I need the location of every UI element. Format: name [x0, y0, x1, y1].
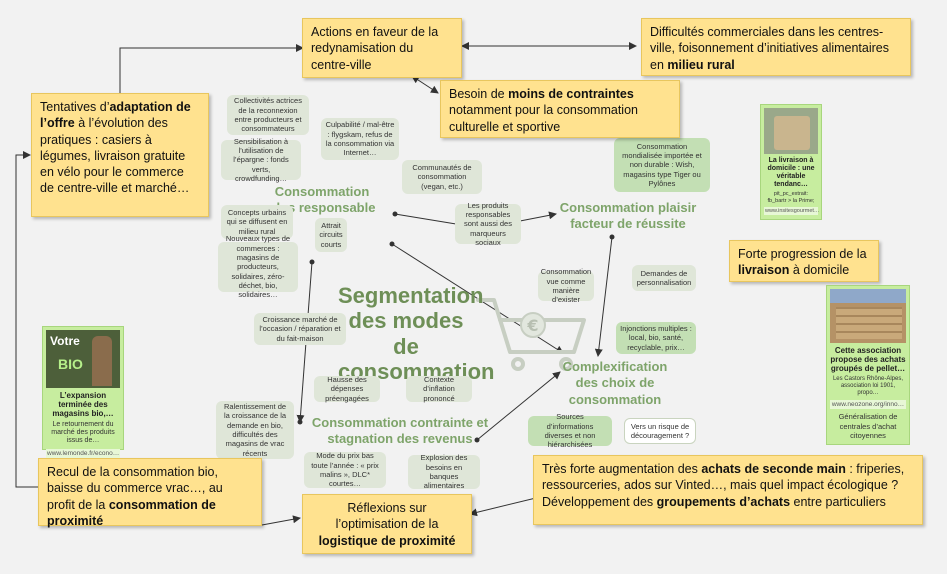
- card-bio-image-text-1: Votre: [50, 334, 80, 348]
- card-livraison-domicile[interactable]: La livraison à domicile : une véritable …: [760, 104, 822, 220]
- note-tentatives-text-c: à l’évolution des pratiques : casiers à …: [40, 116, 190, 196]
- card-association-title: Cette association propose des achats gro…: [830, 346, 906, 374]
- central-title: Segmentation des modes de consommation: [338, 283, 495, 384]
- note-reflexions-bold: logistique de proximité: [318, 533, 456, 548]
- pill-produits-responsables: Les produits responsables sont aussi des…: [455, 201, 521, 247]
- card-association-desc: Les Castors Rhône-Alpes, association loi…: [832, 375, 904, 396]
- pill-decouragement: Vers un risque de découragement ?: [624, 418, 696, 444]
- note-seconde-text-c: : friperies, ressourceries, ados sur Vin…: [542, 462, 905, 493]
- card-association-url[interactable]: www.neozone.org/inno…: [830, 400, 906, 410]
- hub-complexification: Complexification des choix de consommati…: [562, 359, 668, 407]
- note-tentatives-bold: adaptation de l’offre: [40, 100, 191, 131]
- link-produits-plaisir: [519, 211, 557, 222]
- note-difficultes-bold: milieu rural: [667, 57, 735, 72]
- card-bio-image-text-2: BIO: [58, 356, 83, 372]
- pill-hausse-depenses: Hausse des dépenses préengagées: [314, 375, 380, 403]
- note-seconde-bold-b: achats de seconde main: [701, 462, 846, 476]
- pill-inflation: Contexte d’inflation prononcé: [406, 375, 472, 403]
- hub-consommation-responsable: Consommation plus responsable: [268, 184, 376, 216]
- note-recul-bold: consommation de proximité: [47, 497, 216, 528]
- pill-ralentissement: Ralentissement de la croissance de la de…: [216, 401, 294, 459]
- note-livraison-text-a: Forte progression de la: [738, 247, 867, 261]
- note-besoin-contraintes: Besoin de moins de contraintes notamment…: [440, 80, 680, 138]
- pill-consommation-mondialisee: Consommation mondialisée importée et non…: [614, 138, 710, 192]
- note-reflexions-text: Réflexions sur l’optimisation de la: [335, 501, 439, 532]
- card-livraison-url[interactable]: www.insitesgourmet…: [764, 207, 820, 216]
- pill-sensibilisation: Sensibilisation à l’utilisation de l’épa…: [221, 137, 301, 183]
- note-besoin-text-c: notamment pour la consommation culturell…: [449, 103, 638, 134]
- pill-injonctions: Injonctions multiples : local, bio, sant…: [616, 322, 696, 354]
- note-reflexions-logistique: Réflexions sur l’optimisation de la logi…: [302, 494, 472, 554]
- pill-culpabilite: Culpabilité / mal-être : flygskam, refus…: [321, 118, 399, 160]
- note-actions-centre-ville: Actions en faveur de la redynamisation d…: [302, 18, 462, 78]
- card-association-achats[interactable]: Cette association propose des achats gro…: [826, 285, 910, 445]
- note-besoin-bold: moins de contraintes: [508, 87, 634, 101]
- pill-concepts-urbains: Concepts urbains qui se diffusent en mil…: [221, 205, 293, 239]
- card-livraison-image: [764, 108, 818, 154]
- pill-mode-prix-bas: Mode du prix bas toute l’année : « prix …: [304, 451, 386, 488]
- card-livraison-title: La livraison à domicile : une véritable …: [767, 157, 815, 189]
- link-produits-responsable: [394, 213, 457, 225]
- note-livraison-text-c: à domicile: [792, 263, 850, 278]
- note-seconde-bold-e: groupements d’achats: [656, 494, 791, 509]
- note-seconde-text-d: Développement des: [542, 494, 654, 509]
- card-association-caption: Généralisation de centrales d’achat cito…: [838, 412, 898, 440]
- link-tentatives-actions: [119, 44, 304, 93]
- pill-sources-informations: Sources d’informations diverses et non h…: [528, 412, 612, 449]
- card-bio-image: Votre BIO: [46, 330, 120, 388]
- pill-croissance-occasion: Croissance marché de l’occasion / répara…: [254, 313, 346, 345]
- note-seconde-text-a: Très forte augmentation des: [542, 462, 698, 476]
- note-difficultes-commerciales: Difficultés commerciales dans les centre…: [641, 18, 911, 76]
- pill-explosion-besoins: Explosion des besoins en banques aliment…: [408, 453, 480, 490]
- pill-personnalisation: Demandes de personnalisation: [632, 265, 696, 291]
- card-bio-title: L’expansion terminée des magasins bio,…: [52, 391, 114, 419]
- note-besoin-text-a: Besoin de: [449, 87, 505, 101]
- note-seconde-text-f: entre particuliers: [793, 494, 886, 509]
- note-seconde-line-1: Très forte augmentation des achats de se…: [542, 461, 914, 494]
- note-recul-text: Recul de la consommation bio, baisse du …: [47, 465, 223, 512]
- note-seconde-line-2: Développement des groupements d’achats e…: [542, 494, 914, 510]
- card-magasins-bio[interactable]: Votre BIO L’expansion terminée des magas…: [42, 326, 124, 458]
- note-tentatives-text-a: Tentatives d’: [40, 100, 110, 114]
- hub-consommation-plaisir: Consommation plaisir facteur de réussite: [559, 200, 697, 232]
- card-livraison-desc: pit_pc_extrait: fb_bartr > la Prime;: [767, 191, 815, 204]
- link-seconde-reflexions: [469, 496, 541, 517]
- link-actions-besoin: [411, 75, 439, 94]
- link-recul-reflexions: [261, 515, 301, 526]
- link-plaisir-complexification: [594, 236, 613, 357]
- card-bio-desc: Le retournement du marché des produits i…: [51, 420, 115, 445]
- hub-consommation-contrainte: Consommation contrainte et stagnation de…: [311, 415, 489, 447]
- pill-attrait-circuits: Attrait circuits courts: [315, 218, 347, 252]
- note-seconde-main: Très forte augmentation des achats de se…: [533, 455, 923, 525]
- note-livraison-bold: livraison: [738, 263, 790, 278]
- note-livraison-domicile: Forte progression de la livraison à domi…: [729, 240, 879, 282]
- note-difficultes-text: Difficultés commerciales dans les centre…: [650, 25, 890, 72]
- svg-text:€: €: [526, 316, 538, 335]
- note-actions-text: Actions en faveur de la redynamisation d…: [311, 25, 439, 72]
- pill-communautes: Communautés de consommation (vegan, etc.…: [402, 160, 482, 194]
- pill-nouveaux-types: Nouveaux types de commerces : magasins d…: [218, 234, 298, 299]
- note-tentatives-adaptation: Tentatives d’adaptation de l’offre à l’é…: [31, 93, 209, 217]
- pill-vue-exister: Consommation vue comme manière d’exister: [538, 267, 594, 304]
- note-recul-bio: Recul de la consommation bio, baisse du …: [38, 458, 262, 528]
- pill-collectivites: Collectivités actrices de la reconnexion…: [227, 95, 309, 135]
- card-bio-url[interactable]: www.lemonde.fr/econo…: [46, 448, 120, 458]
- card-association-image: [830, 289, 906, 343]
